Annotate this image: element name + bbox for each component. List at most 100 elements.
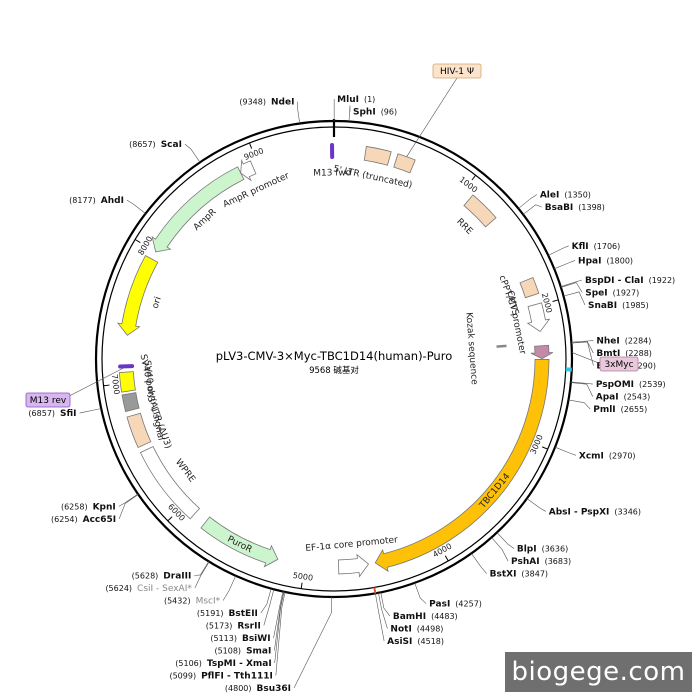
restriction-site: PshAI(3683) [491,537,571,567]
site-position: (3683) [545,557,572,566]
site-position: (3847) [521,570,548,579]
site-name: AbsI - PspXI [549,507,610,517]
site-leader-line [471,553,487,574]
site-leader-line [260,588,272,614]
site-leader-line [375,593,385,642]
site-position: (4257) [455,600,482,609]
restriction-site: ScaI (8657) [129,140,201,163]
site-leader-line [570,381,593,385]
restriction-site: PspOMI(2539) [570,380,666,390]
site-leader-line [563,291,586,306]
restriction-site: Acc65I(6254) [51,494,139,525]
feature-myc: 3xMyc [530,344,554,360]
feature-ori: ori [117,255,164,336]
feature-ltr5-shape [363,145,392,166]
site-position: (4483) [431,612,458,621]
site-position: (5628) [132,572,159,581]
site-name: NdeI [271,98,294,108]
site-leader-line [79,408,102,414]
feature-myc-shape [530,344,554,360]
site-position: (2655) [621,405,648,414]
restriction-site: SpeI(1927) [560,282,640,299]
callout-m13-rev: M13 rev [25,366,127,408]
watermark-logo: biogege.com [505,652,692,692]
callout-hiv-psi-leader [406,77,458,157]
feature-tbc-label: TBC1D14 [477,472,512,512]
site-name: BspDI - ClaI [585,276,644,286]
asisi-backbone-marker [373,587,377,594]
site-leader-line [548,245,569,256]
site-name: NheI [596,337,619,347]
feature-cppt-shape [519,276,540,299]
site-name: SmaI [246,647,271,657]
site-name: BsaBI [545,203,574,213]
restriction-site: NotI(4498) [378,592,443,635]
site-leader-line [118,494,139,520]
feature-cmv-shape [526,302,551,333]
site-leader-line [518,194,537,209]
restriction-site: PasI(4257) [414,582,482,610]
callout-3xmyc: 3xMyc [571,352,639,372]
restriction-site: BmtI (2288) [571,341,652,359]
feature-m13fwd: M13 fwd [313,143,351,179]
site-position: (3636) [542,545,569,554]
restriction-site: Bsu36I(4800) [225,596,332,694]
feature-amprp-shape [240,158,257,182]
callout-m13-rev-label: M13 rev [30,396,67,406]
site-leader-line [560,282,583,293]
restriction-site: ApaI(2543) [570,382,650,403]
site-leader-line [274,591,285,664]
site-name: BsiWI [242,634,271,644]
feature-ef1a-label: EF-1α core promoter [305,535,399,554]
site-leader-line [297,101,301,124]
site-leader-line [571,340,594,343]
tick-mark [552,299,559,302]
restriction-site: KpnI(6258) [61,493,139,512]
restriction-site: MluI(1) [333,95,375,122]
site-name: PmlI [593,405,615,415]
restriction-site: AleI(1350) [518,191,591,209]
site-name: HpaI [578,256,601,266]
site-position: (8177) [69,196,96,205]
feature-wpre-shape [139,445,201,520]
site-leader-line [275,591,286,676]
site-position: (2288) [625,349,652,358]
site-position: (5113) [210,634,237,643]
feature-ampr-shape [151,166,245,253]
plasmid-size: 9568 碱基对 [309,365,359,376]
site-position: (1350) [564,191,591,200]
site-name: BstXI [490,570,517,580]
site-position: (2290) [629,362,656,371]
tick-label: 5000 [292,571,313,583]
feature-rre: RRE [454,194,497,237]
restriction-site: SfiI(6857) [28,408,102,419]
tick-mark [542,446,548,450]
restriction-site: NheI(2284) [571,337,651,347]
site-name: AhdI [101,196,124,206]
restriction-site: BamHI(4483) [380,592,458,622]
site-leader-line [348,105,351,122]
feature-kozak: Kozak sequence [463,312,507,386]
callout-hiv-psi-label: HIV-1 Ψ [440,67,474,77]
site-position: (1922) [649,276,676,285]
feature-hivpsi-shape [393,153,416,174]
site-name: ScaI [161,140,182,150]
site-position: (9348) [239,98,266,107]
feature-rre-label: RRE [454,217,474,237]
restriction-site: KflI(1706) [548,242,620,256]
feature-sv40ori-shape [119,371,136,393]
feature-ori-label: ori [151,296,164,310]
site-leader-line [560,279,583,287]
restriction-site: BspDI - ClaI (1922) [560,276,676,287]
site-leader-line [194,561,210,589]
site-leader-line [378,592,388,629]
site-position: (1927) [613,289,640,298]
site-leader-line [554,260,576,270]
site-position: (8657) [129,140,156,149]
site-name: BmtI [596,349,620,359]
site-leader-line [263,589,275,626]
site-position: (2970) [609,451,636,460]
site-leader-line [522,204,542,215]
restriction-site: BstEII(5191) [197,588,272,619]
